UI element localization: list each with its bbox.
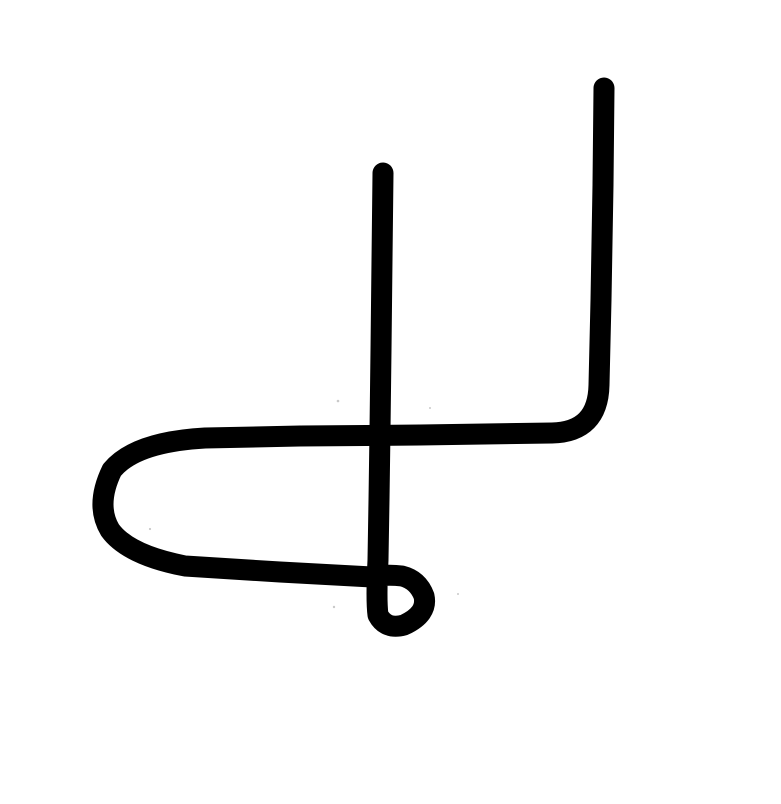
scan-speck [332,605,336,609]
scan-speck [336,399,340,403]
scan-speck [457,593,459,595]
right-stem-and-loop-stroke [92,77,615,588]
scan-speck [429,407,431,409]
scan-speck [148,527,152,531]
left-stem-stroke [361,162,436,637]
